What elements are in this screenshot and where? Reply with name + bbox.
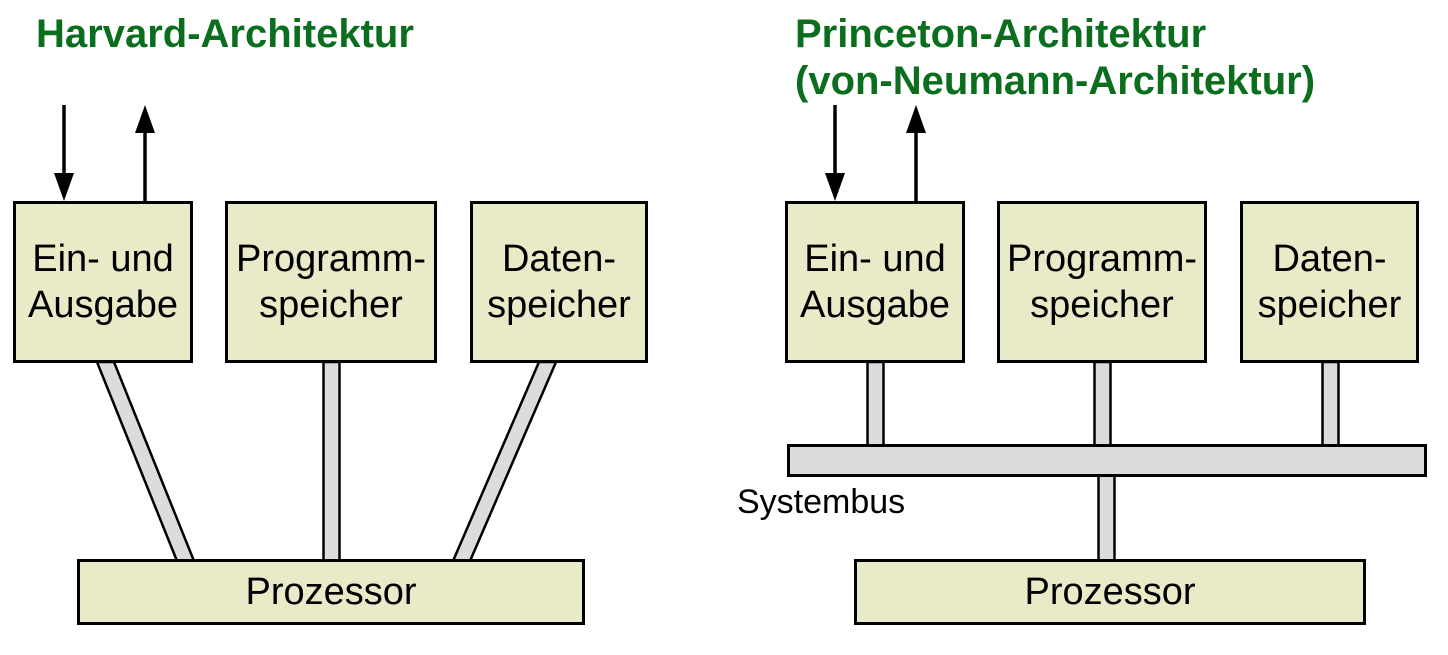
princeton-title-line2: (von-Neumann-Architektur) (795, 59, 1316, 103)
harvard-program-memory-box: Programm- speicher (225, 201, 437, 363)
princeton-processor-connector (1097, 472, 1116, 564)
harvard-data-memory-box: Daten- speicher (470, 201, 648, 363)
output-arrow-icon (906, 105, 926, 201)
harvard-io-connector (95, 360, 196, 563)
princeton-title: Princeton-Architektur (von-Neumann-Archi… (795, 11, 1315, 105)
harvard-processor-box: Prozessor (77, 559, 585, 625)
princeton-program-memory-box: Programm- speicher (997, 201, 1207, 363)
input-arrow-icon (54, 105, 74, 201)
princeton-io-box: Ein- und Ausgabe (785, 201, 965, 363)
princeton-io-connector (866, 360, 885, 450)
input-arrow-icon (825, 105, 845, 201)
harvard-io-box: Ein- und Ausgabe (13, 201, 193, 363)
systembus-label: Systembus (737, 483, 906, 521)
princeton-data-connector (1321, 360, 1340, 450)
box-label-line: Ein- und (804, 238, 946, 280)
princeton-program-connector (1093, 360, 1112, 450)
box-label-line: Programm- (1006, 238, 1198, 280)
systembus-bar (787, 444, 1427, 477)
harvard-data-connector (451, 360, 558, 563)
processor-label: Prozessor (1024, 570, 1196, 613)
box-label-line: Daten- (1272, 238, 1387, 280)
box-label-line: speicher (1257, 284, 1402, 326)
harvard-program-connector (322, 360, 341, 563)
box-label-line: Ein- und (32, 238, 174, 280)
box-label-line: Ausgabe (27, 284, 178, 326)
box-label-line: speicher (487, 284, 631, 326)
princeton-processor-box: Prozessor (854, 559, 1366, 625)
box-label-line: Daten- (501, 238, 617, 280)
processor-label: Prozessor (245, 570, 417, 613)
box-label-line: speicher (1030, 284, 1174, 326)
princeton-data-memory-box: Daten- speicher (1240, 201, 1419, 363)
box-label-line: Ausgabe (799, 284, 950, 326)
princeton-title-line1: Princeton-Architektur (795, 12, 1207, 56)
box-label-line: Programm- (235, 238, 427, 280)
harvard-title: Harvard-Architektur (36, 12, 414, 56)
box-label-line: speicher (259, 284, 403, 326)
output-arrow-icon (135, 105, 155, 201)
